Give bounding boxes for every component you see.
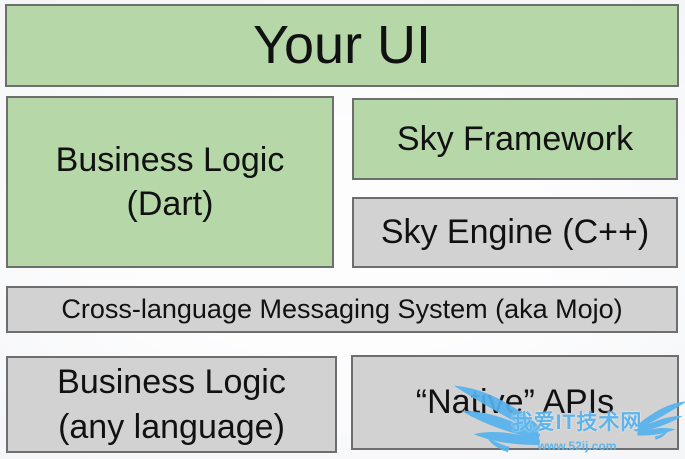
box-sky-engine-label: Sky Engine (C++) bbox=[380, 213, 650, 252]
box-business-logic-any-label-line2: (any language) bbox=[58, 407, 285, 446]
box-sky-framework-label: Sky Framework bbox=[396, 119, 634, 158]
box-sky-framework: Sky Framework bbox=[352, 98, 678, 180]
box-native-apis: “Native” APIs bbox=[351, 355, 679, 450]
box-cross-language-messaging: Cross-language Messaging System (aka Moj… bbox=[6, 286, 678, 333]
box-native-apis-label: “Native” APIs bbox=[415, 383, 615, 422]
box-cross-language-messaging-label: Cross-language Messaging System (aka Moj… bbox=[61, 293, 623, 324]
box-business-logic-dart: Business Logic (Dart) bbox=[6, 96, 334, 268]
box-sky-engine: Sky Engine (C++) bbox=[352, 197, 678, 268]
box-your-ui: Your UI bbox=[5, 4, 679, 87]
box-your-ui-label: Your UI bbox=[252, 15, 432, 76]
box-business-logic-dart-label-line1: Business Logic bbox=[55, 140, 285, 179]
box-business-logic-any-label-line1: Business Logic bbox=[57, 363, 286, 402]
box-business-logic-any-language: Business Logic (any language) bbox=[6, 356, 337, 453]
box-business-logic-dart-label-line2: (Dart) bbox=[126, 185, 214, 223]
